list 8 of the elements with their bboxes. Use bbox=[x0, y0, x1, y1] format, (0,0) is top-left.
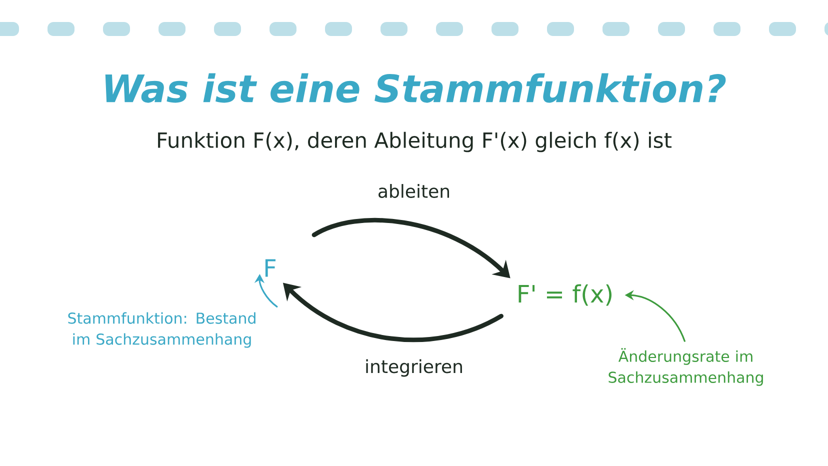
formula-label: F' = f(x) bbox=[518, 284, 612, 306]
edge-label: integrieren bbox=[362, 357, 466, 379]
formula-label: F bbox=[265, 259, 276, 277]
annotation-text: Stammfunktion: Bestand im Sachzusammenhang bbox=[68, 312, 256, 348]
subtitle: Funktion F(x), deren Ableitung F'(x) gleich f(x) ist bbox=[158, 132, 672, 152]
annotation-text: Änderungsrate im Sachzusammenhang bbox=[608, 348, 763, 386]
edge-label: ableiten bbox=[375, 182, 453, 200]
title: Was ist eine Stammfunktion? bbox=[105, 73, 726, 103]
